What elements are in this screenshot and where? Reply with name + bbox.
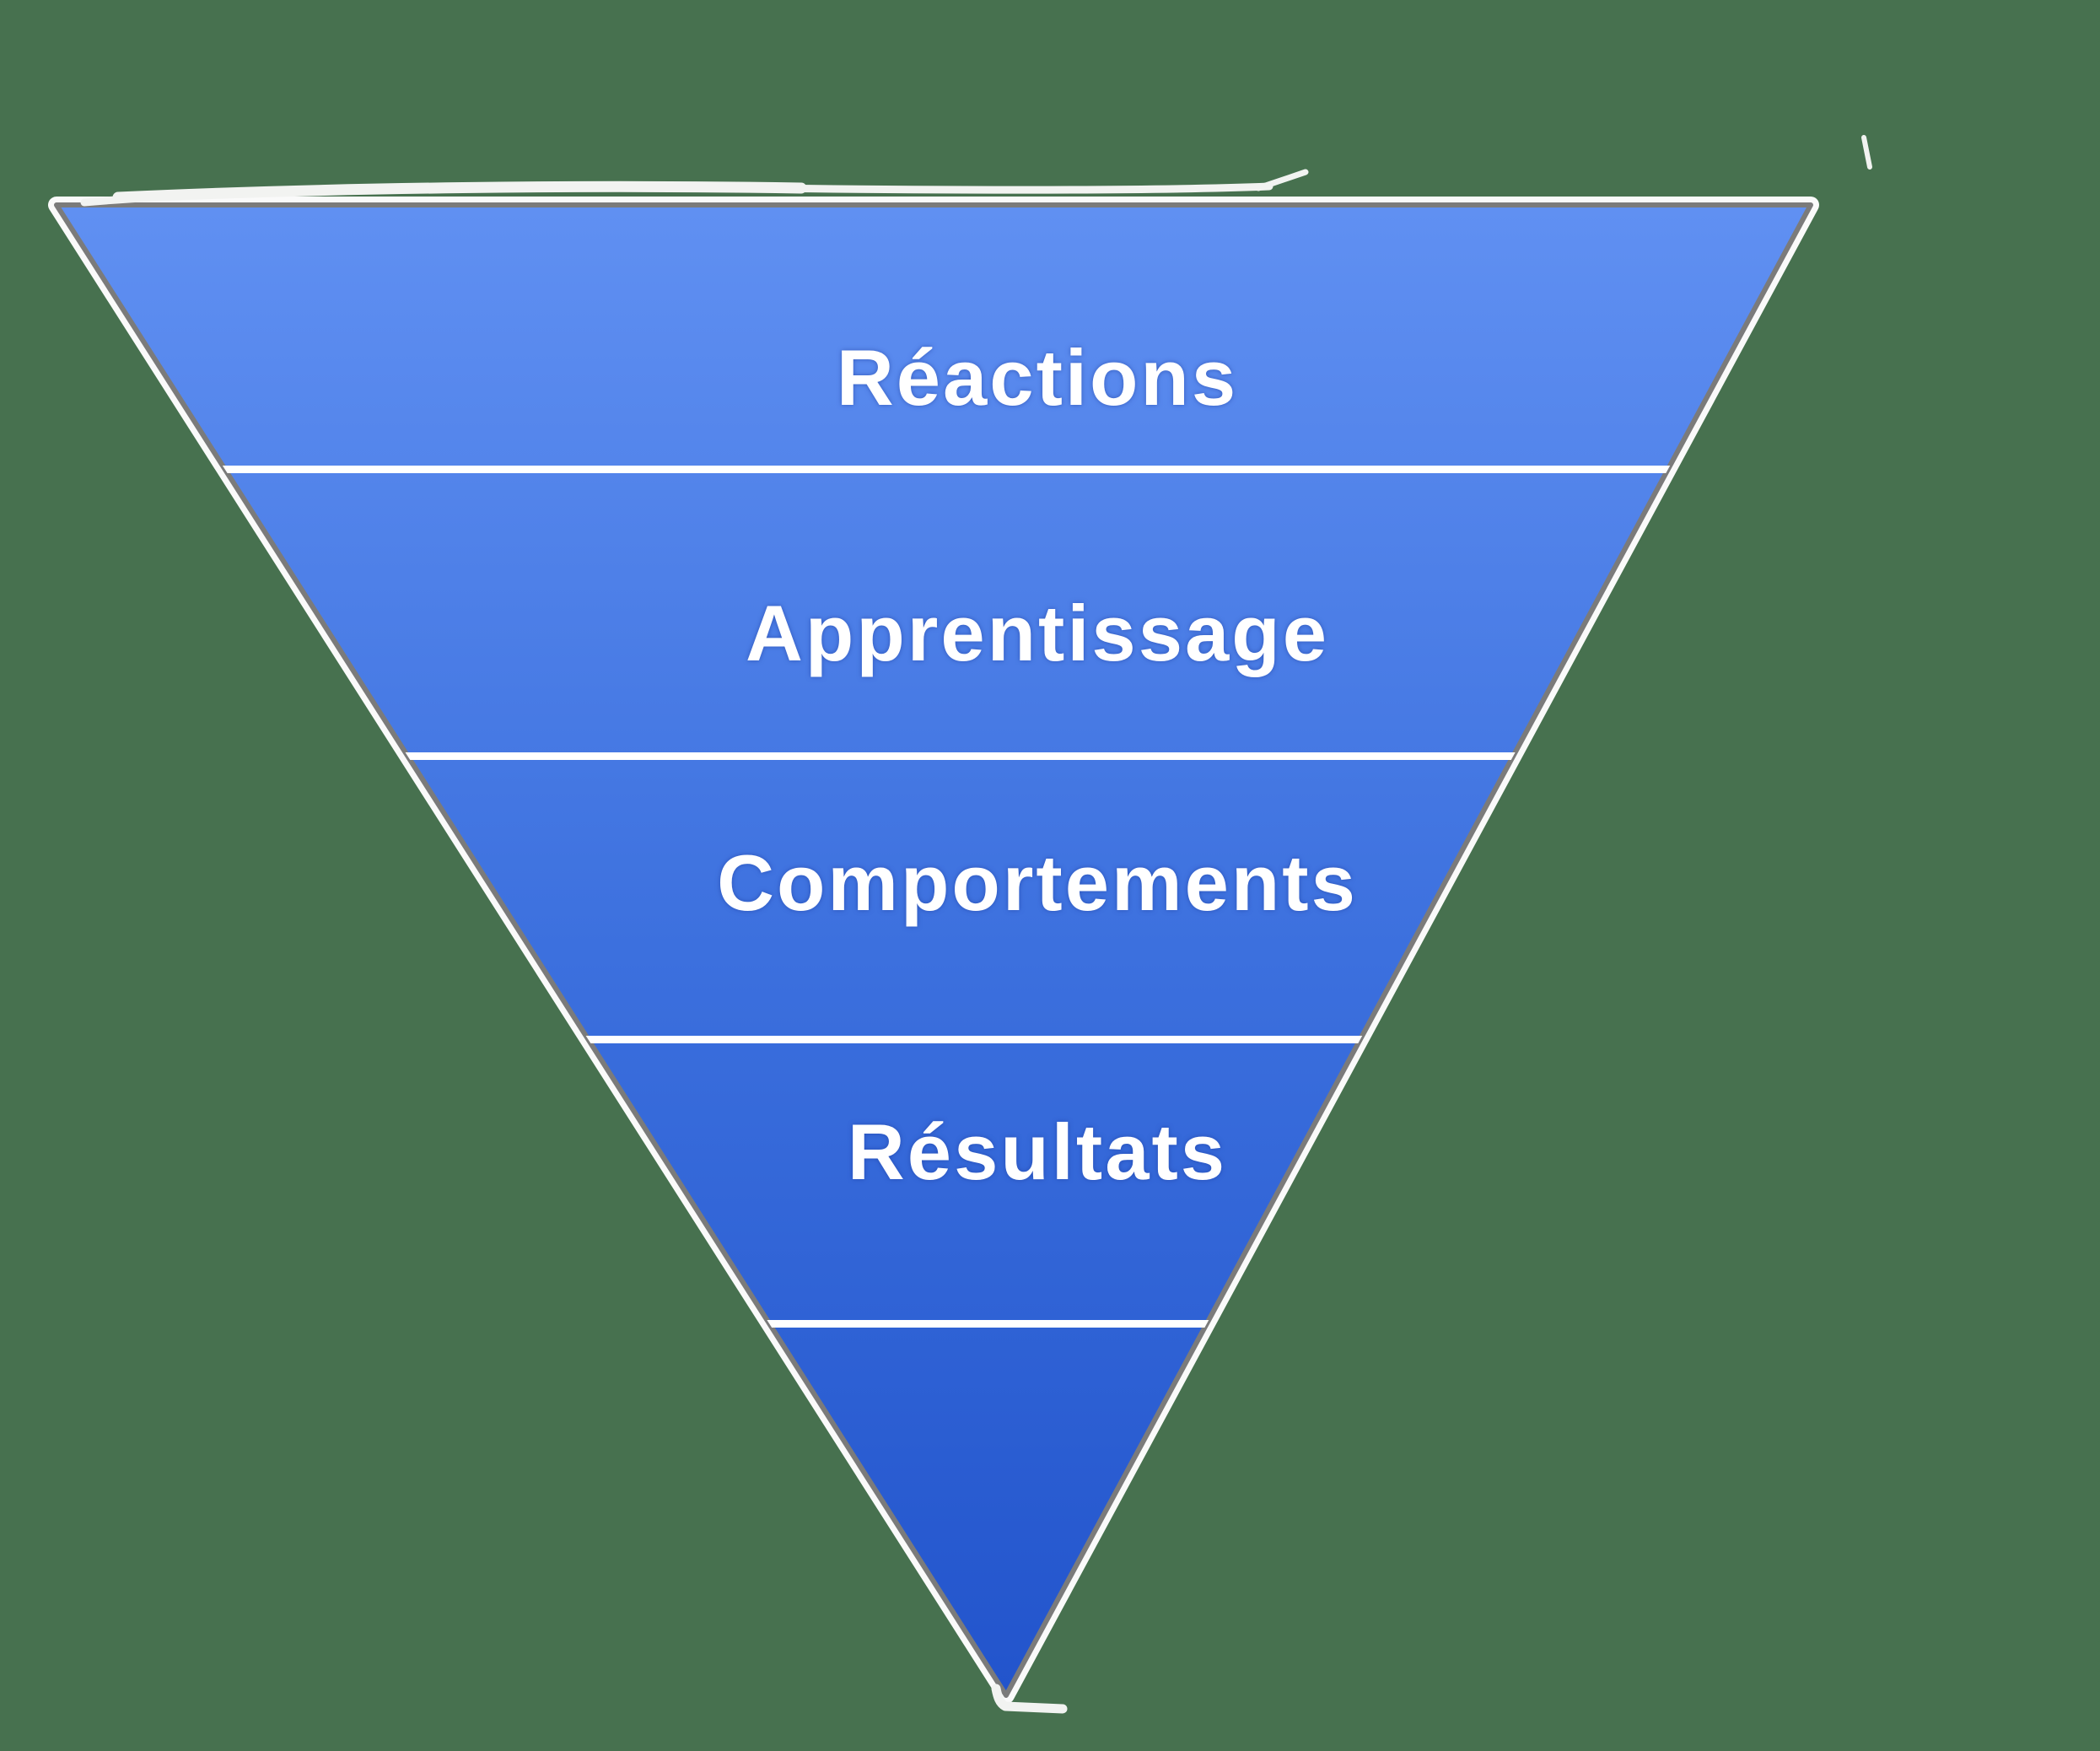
divider-group <box>57 466 1811 1328</box>
hand-drawn-mark-tip <box>991 1684 1068 1714</box>
level-label-apprentissage: Apprentissage <box>746 589 1329 677</box>
funnel-body <box>54 202 1813 1698</box>
hand-drawn-stroke-top-thick <box>112 180 807 203</box>
divider-2 <box>57 752 1811 760</box>
level-label-reactions: Réactions <box>837 333 1238 422</box>
divider-3 <box>57 1036 1811 1043</box>
level-label-comportements: Comportements <box>717 838 1358 927</box>
level-label-resultats: Résultats <box>848 1107 1227 1196</box>
hand-drawn-stroke-top-hook <box>1255 169 1309 191</box>
hand-drawn-tick-top-right <box>1861 135 1872 170</box>
divider-1 <box>57 466 1811 473</box>
divider-4 <box>57 1320 1811 1328</box>
